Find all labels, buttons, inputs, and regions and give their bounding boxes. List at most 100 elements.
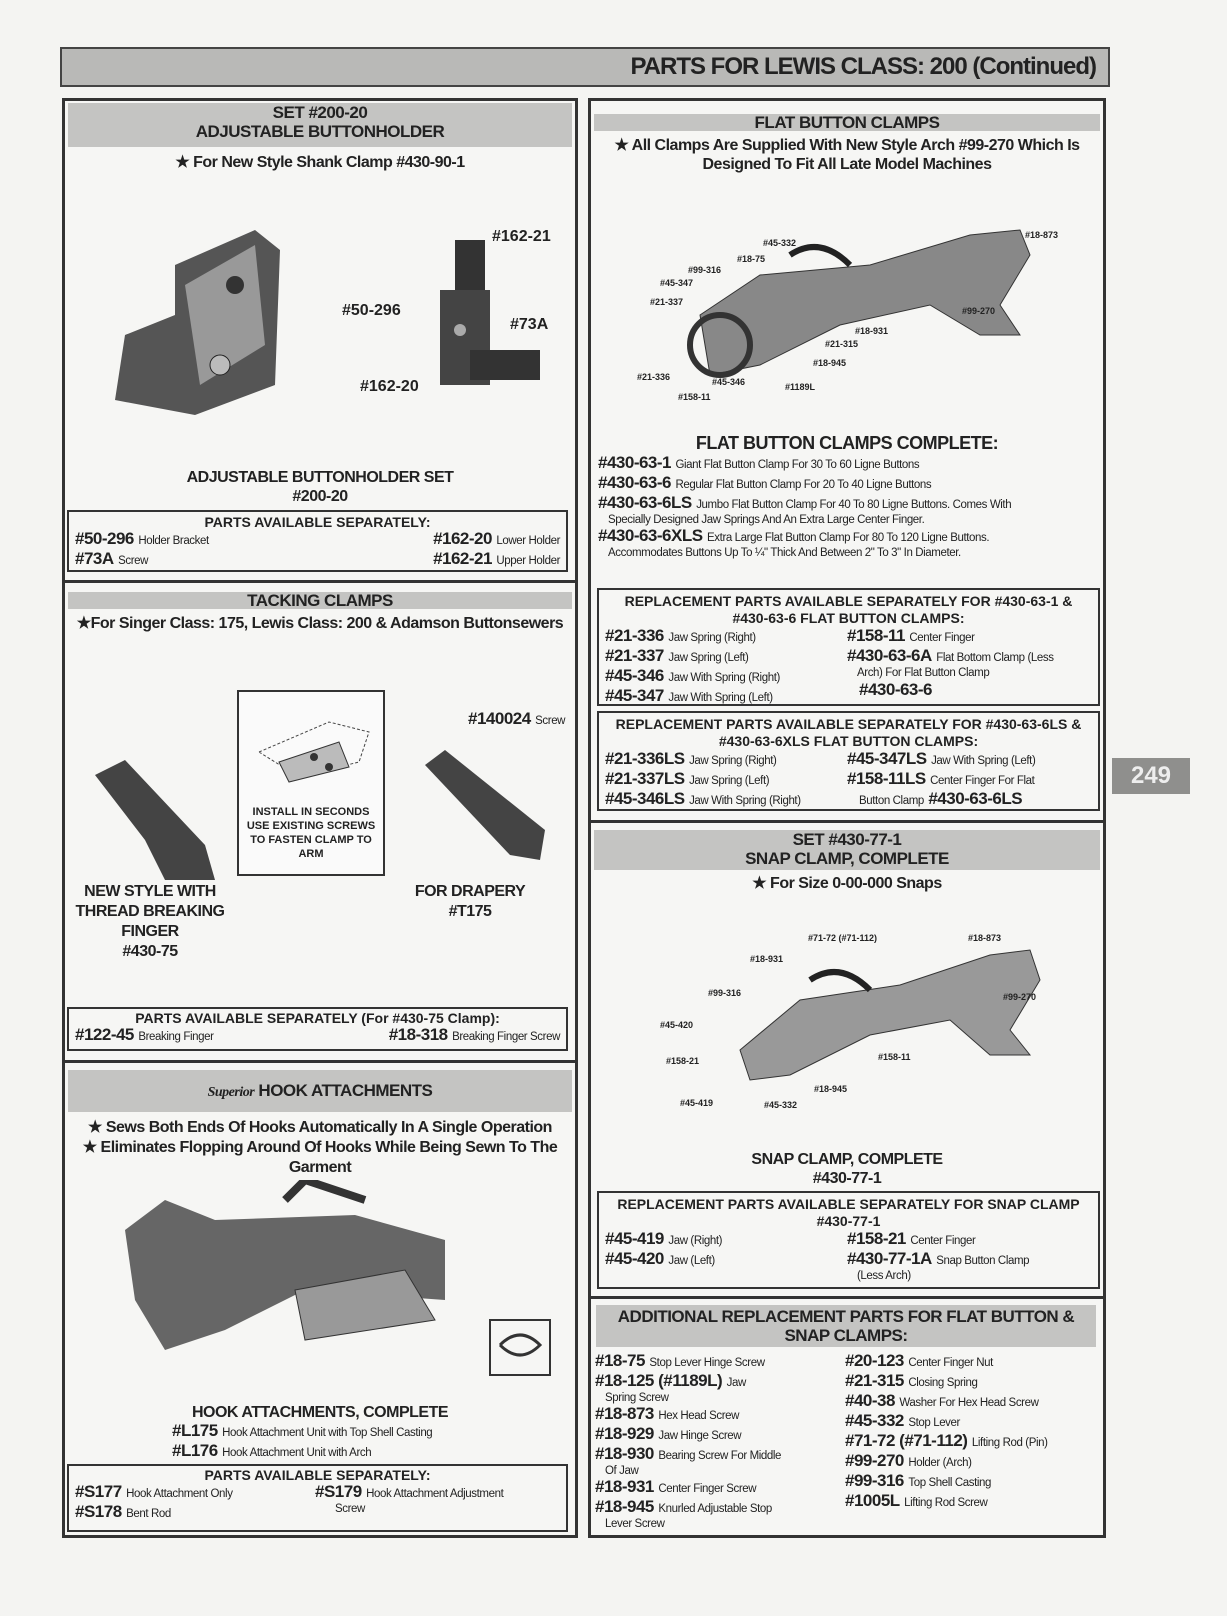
part-number: #21-315 <box>845 1371 904 1390</box>
part-desc: Closing Spring <box>908 1377 978 1389</box>
part-desc: Flat Bottom Clamp (Less <box>936 652 1054 664</box>
brand-logo: Superior <box>207 1085 255 1100</box>
tacking-parts-box: PARTS AVAILABLE SEPARATELY (For #430-75 … <box>67 1007 568 1051</box>
install-line: INSTALL IN SECONDS <box>252 806 370 818</box>
part-number: #1005L <box>845 1491 900 1510</box>
parts-title: PARTS AVAILABLE SEPARATELY (For #430-75 … <box>135 1010 500 1026</box>
part-number: #158-21 <box>847 1229 906 1248</box>
part-number: #21-337 <box>605 646 664 665</box>
part-desc: Jaw (Left) <box>668 1255 715 1267</box>
box-title: REPLACEMENT PARTS AVAILABLE SEPARATELY F… <box>617 1196 1080 1212</box>
part-desc: Holder (Arch) <box>908 1457 972 1469</box>
part-number: #45-347 <box>605 686 664 705</box>
part-desc: Bearing Screw For Middle <box>658 1450 782 1462</box>
note-line: Garment <box>288 1159 352 1176</box>
label: #162-20 <box>360 378 419 395</box>
part-number: #45-346LS <box>605 789 685 808</box>
label: #21-315 <box>825 339 859 349</box>
part-number: #20-123 <box>845 1351 904 1370</box>
hook-attachment-image <box>125 1180 551 1376</box>
part-number: #430-63-6 <box>859 680 933 699</box>
install-line: TO FASTEN CLAMP TO ARM <box>250 834 372 860</box>
label: #45-419 <box>680 1098 714 1108</box>
parts-title: PARTS AVAILABLE SEPARATELY: <box>204 1467 431 1483</box>
holder-parts-image <box>440 240 540 385</box>
label: #18-75 <box>737 254 766 264</box>
part-number: #430-63-6XLS <box>598 526 703 545</box>
part-number: #158-11 <box>847 626 905 645</box>
part-number: #162-20 <box>433 529 492 548</box>
snap-caption: SNAP CLAMP, COMPLETE#430-77-1 <box>594 1150 1100 1188</box>
part-desc: Snap Button Clamp <box>936 1255 1030 1267</box>
part-desc: Jaw With Spring (Right) <box>668 672 780 684</box>
part-desc: Lower Holder <box>496 535 560 547</box>
part-desc: Giant Flat Button Clamp For 30 To 60 Lig… <box>675 459 920 471</box>
part-desc: Hook Attachment Adjustment <box>366 1488 504 1500</box>
set-number: SET #200-20 <box>272 103 368 122</box>
part-number: #18-125 (#1189L) <box>595 1371 723 1390</box>
part-number: #18-75 <box>595 1351 645 1370</box>
label: #158-21 <box>666 1056 700 1066</box>
part-number: #18-945 <box>595 1497 654 1516</box>
hook-parts-box: PARTS AVAILABLE SEPARATELY: #S177 Hook A… <box>67 1464 568 1532</box>
label: #99-316 <box>708 988 742 998</box>
install-diagram <box>257 721 370 783</box>
part-number: #99-316 <box>845 1471 904 1490</box>
part-desc: Lever Screw <box>605 1518 665 1530</box>
part-number: #162-21 <box>433 549 492 568</box>
label: #21-336 <box>637 372 671 382</box>
label: #158-11 <box>878 1052 911 1062</box>
part-number: #21-337LS <box>605 769 685 788</box>
caption-line: ADJUSTABLE BUTTONHOLDER SET <box>186 469 454 486</box>
flat-complete-title: FLAT BUTTON CLAMPS COMPLETE: <box>695 433 999 453</box>
part-desc: Hex Head Screw <box>658 1410 740 1422</box>
part-number: #45-419 <box>605 1229 664 1248</box>
part-number: #71-72 (#71-112) <box>845 1431 968 1450</box>
snap-clamp-diagram <box>739 949 1041 1081</box>
label: #1189L <box>785 382 816 392</box>
additional-right-list: #20-123 Center Finger Nut #21-315 Closin… <box>845 1352 1100 1512</box>
label: #158-11 <box>678 392 711 402</box>
label: #18-931 <box>855 326 889 336</box>
rep2-box: REPLACEMENT PARTS AVAILABLE SEPARATELY F… <box>597 711 1100 811</box>
part-desc: Holder Bracket <box>138 535 209 547</box>
part-desc: Jaw Hinge Screw <box>658 1430 742 1442</box>
divider <box>588 1296 1106 1299</box>
additional-left-list: #18-75 Stop Lever Hinge Screw #18-125 (#… <box>595 1352 845 1531</box>
part-desc: Hook Attachment Only <box>126 1488 233 1500</box>
part-desc: Specially Designed Jaw Springs And An Ex… <box>608 514 925 526</box>
part-number: #158-11LS <box>847 769 926 788</box>
part-desc: Lifting Rod Screw <box>904 1497 988 1509</box>
additional-band: ADDITIONAL REPLACEMENT PARTS FOR FLAT BU… <box>596 1305 1096 1347</box>
part-number: #21-336 <box>605 626 664 645</box>
part-desc: Upper Holder <box>496 555 560 567</box>
caption-line: THREAD BREAKING <box>75 903 225 920</box>
part-number: #L176 <box>172 1441 218 1460</box>
part-desc: Jaw Spring (Right) <box>668 632 756 644</box>
divider <box>62 580 578 583</box>
part-number: #18-318 <box>388 1025 448 1044</box>
part-desc: Jaw (Right) <box>668 1235 723 1247</box>
part-desc: (Less Arch) <box>857 1270 911 1282</box>
label: #18-873 <box>968 933 1002 943</box>
note-line: Designed To Fit All Late Model Machines <box>702 156 992 173</box>
part-number: #50-296 <box>75 529 134 548</box>
part-desc: Screw <box>118 555 149 567</box>
part-number: #18-873 <box>595 1404 654 1423</box>
tacking-band: TACKING CLAMPS <box>68 592 572 609</box>
flat-note: ★ All Clamps Are Supplied With New Style… <box>594 136 1100 174</box>
part-number: #430-77-1A <box>847 1249 932 1268</box>
page-header: PARTS FOR LEWIS CLASS: 200 (Continued) <box>60 47 1110 87</box>
part-desc: Screw <box>335 1503 365 1515</box>
box-title: REPLACEMENT PARTS AVAILABLE SEPARATELY F… <box>615 716 1082 732</box>
part-number: #18-930 <box>595 1444 654 1463</box>
part-desc: Lifting Rod (Pin) <box>971 1437 1048 1449</box>
divider <box>588 820 1106 823</box>
part-number: #430-63-1 <box>598 453 672 472</box>
box-title: REPLACEMENT PARTS AVAILABLE SEPARATELY F… <box>624 593 1073 609</box>
part-desc: Jaw Spring (Left) <box>668 652 749 664</box>
label: #45-346 <box>712 377 746 387</box>
snap-rep-box: REPLACEMENT PARTS AVAILABLE SEPARATELY F… <box>597 1191 1100 1289</box>
hook-notes: ★ Sews Both Ends Of Hooks Automatically … <box>68 1118 572 1178</box>
